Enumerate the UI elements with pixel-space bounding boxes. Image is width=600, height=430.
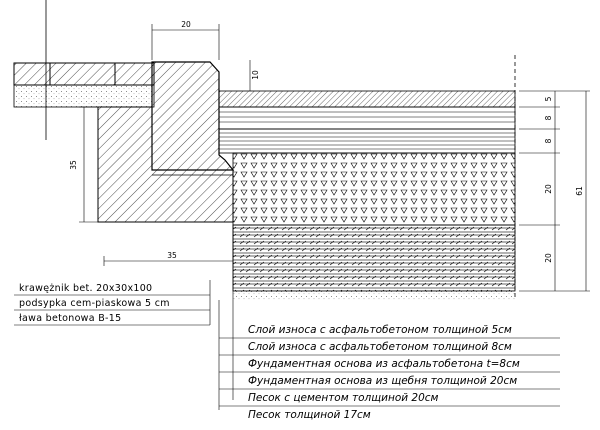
dim-label: 61	[575, 186, 584, 196]
legend-curb: krawężnik bet. 20x30x100	[19, 283, 153, 294]
dim-layer-chain: 5 8 8 20 20	[519, 90, 590, 292]
layer-leader-lines	[218, 225, 560, 410]
pavement-layers	[218, 90, 516, 301]
layer-label-4: Фундаментная основа из щебня толщиной 20…	[248, 375, 518, 387]
dim-curb-reveal: 10	[249, 60, 260, 91]
layer-label-3: Фундаментная основа из асфальтобетона t=…	[248, 358, 520, 370]
dim-label: 8	[544, 138, 553, 143]
layer-label-5: Песок с цементом толщиной 20см	[248, 392, 439, 404]
dim-total-depth: 61	[560, 90, 590, 291]
dim-label: 35	[167, 251, 177, 260]
dim-label: 20	[181, 20, 191, 29]
dim-label: 5	[544, 96, 553, 101]
legend-bedding: podsypka cem-piaskowa 5 cm	[19, 298, 170, 309]
layer-label-1: Слой износа с асфальтобетоном толщиной 5…	[248, 324, 512, 336]
dim-label: 20	[544, 184, 553, 194]
dim-curb-base: 35	[103, 225, 234, 266]
legend-bench: ława betonowa B-15	[19, 313, 122, 324]
dim-label: 10	[251, 70, 260, 80]
dim-curb-height: 35	[69, 106, 98, 223]
layer-label-2: Слой износа с асфальтобетоном толщиной 8…	[248, 341, 512, 353]
legend-table-lines	[14, 280, 211, 326]
dim-label: 8	[544, 115, 553, 120]
sidewalk-slabs	[13, 62, 155, 108]
layer-label-6: Песок толщиной 17см	[248, 409, 371, 421]
curb-stone	[151, 61, 235, 171]
dim-label: 20	[544, 253, 553, 263]
dim-label: 35	[69, 160, 78, 170]
dim-curb-top: 20	[151, 20, 220, 60]
